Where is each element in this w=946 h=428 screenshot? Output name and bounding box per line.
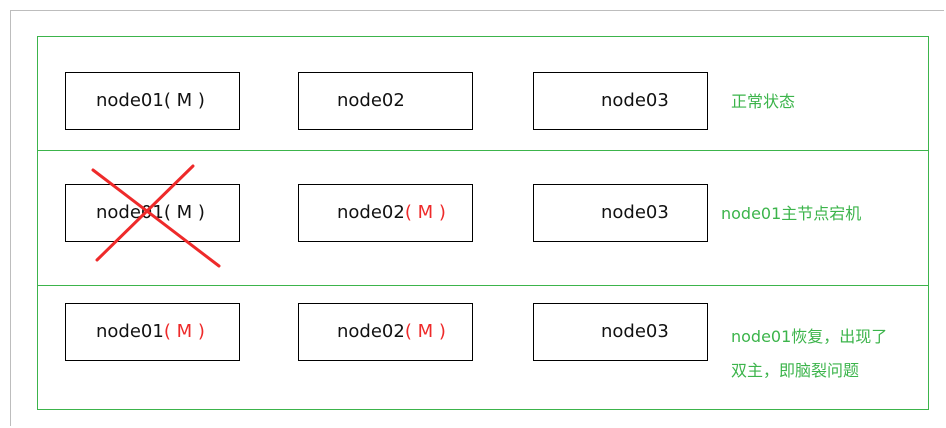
- row3-node02-box: node02( M ): [298, 303, 473, 361]
- row2-node02-box: node02( M ): [298, 184, 473, 242]
- node-name: node03: [601, 321, 669, 342]
- node-name: node02: [337, 202, 405, 223]
- node-name: node02: [337, 321, 405, 342]
- row1-status-note: 正常状态: [731, 90, 795, 114]
- row3-node03-box: node03: [533, 303, 708, 361]
- row3-node01-box: node01( M ): [65, 303, 240, 361]
- node-name: node03: [601, 202, 669, 223]
- master-mark: ( M ): [163, 321, 205, 342]
- master-mark: ( M ): [163, 90, 205, 111]
- node-name: node01: [96, 202, 164, 223]
- row2-node03-box: node03: [533, 184, 708, 242]
- row1-node03-box: node03: [533, 72, 708, 130]
- row3-status-note: node01恢复，出现了 双主，即脑裂问题: [731, 320, 887, 388]
- note-line: 正常状态: [731, 92, 796, 111]
- row-divider: [37, 150, 929, 151]
- figure-frame: [10, 10, 944, 426]
- master-mark: ( M ): [404, 202, 446, 223]
- row2-node01-box: node01( M ): [65, 184, 240, 242]
- master-mark: ( M ): [163, 202, 205, 223]
- node-name: node01: [96, 321, 164, 342]
- row1-node02-box: node02: [298, 72, 473, 130]
- row1-node01-box: node01( M ): [65, 72, 240, 130]
- master-mark: ( M ): [404, 321, 446, 342]
- node-name: node02: [337, 90, 405, 111]
- note-line: node01恢复，出现了: [731, 327, 888, 346]
- row2-status-note: node01主节点宕机: [721, 202, 861, 226]
- diagram-border: [37, 36, 929, 410]
- node-name: node01: [96, 90, 164, 111]
- node-name: node03: [601, 90, 669, 111]
- note-line: node01主节点宕机: [721, 204, 862, 223]
- note-line: 双主，即脑裂问题: [731, 361, 860, 380]
- row-divider: [37, 285, 929, 286]
